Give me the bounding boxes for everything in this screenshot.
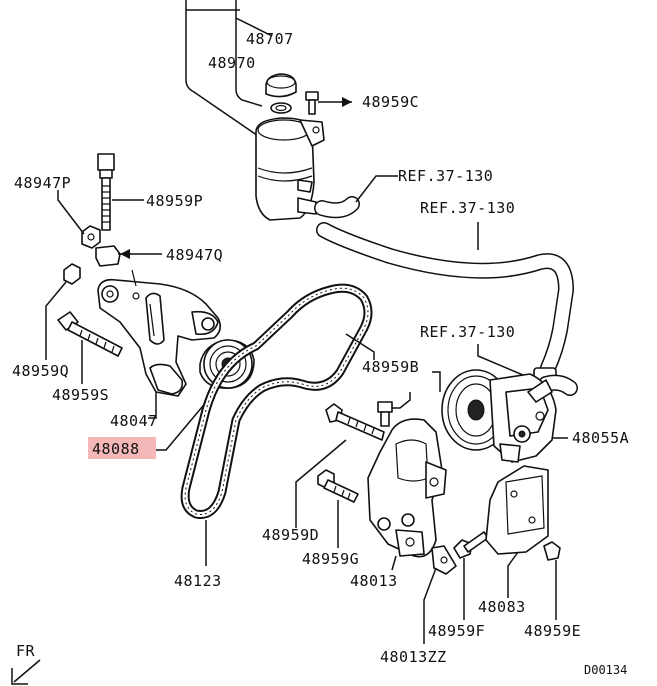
label-48959q[interactable]: 48959Q xyxy=(12,362,69,380)
bolt-48959c[interactable] xyxy=(305,91,352,115)
label-48970[interactable]: 48970 xyxy=(208,54,256,72)
stud-nut-48013zz[interactable] xyxy=(423,545,457,644)
label-ref-37-130-a[interactable]: REF.37-130 xyxy=(398,167,493,185)
label-48947p[interactable]: 48947P xyxy=(14,174,71,192)
bolt-48959q[interactable] xyxy=(45,263,81,360)
nut-48947p[interactable] xyxy=(57,190,101,249)
label-48083[interactable]: 48083 xyxy=(478,598,526,616)
label-48055a[interactable]: 48055A xyxy=(572,429,629,447)
label-48088[interactable]: 48088 xyxy=(92,440,140,458)
heat-shield-48083[interactable] xyxy=(485,465,549,598)
highlight-48088 xyxy=(88,437,156,459)
tensioner-bracket-48047[interactable] xyxy=(97,269,222,419)
label-48959s[interactable]: 48959S xyxy=(52,386,109,404)
label-48013[interactable]: 48013 xyxy=(350,572,398,590)
label-48959c[interactable]: 48959C xyxy=(362,93,419,111)
leader-48959b xyxy=(345,333,375,360)
label-48959e[interactable]: 48959E xyxy=(524,622,581,640)
ref1-leader xyxy=(355,175,398,203)
leader-48959b-2 xyxy=(432,371,441,392)
label-ref-37-130-c[interactable]: REF.37-130 xyxy=(420,323,515,341)
drive-belt-48123[interactable] xyxy=(180,283,373,566)
return-hose xyxy=(314,196,360,219)
spacer-48947q[interactable] xyxy=(95,245,162,267)
label-front: FR xyxy=(16,642,36,660)
label-48013zz[interactable]: 48013ZZ xyxy=(380,648,447,666)
reservoir-cap[interactable] xyxy=(265,73,297,98)
label-48123[interactable]: 48123 xyxy=(174,572,222,590)
label-48947q[interactable]: 48947Q xyxy=(166,246,223,264)
suction-hose xyxy=(316,222,574,383)
power-steering-pump-48055a[interactable] xyxy=(441,369,568,463)
bolt-48959s[interactable] xyxy=(57,311,123,384)
label-48959g[interactable]: 48959G xyxy=(302,550,359,568)
reservoir-o-ring[interactable] xyxy=(270,102,292,114)
label-ref-37-130-b[interactable]: REF.37-130 xyxy=(420,199,515,217)
pump-bracket-48013[interactable] xyxy=(367,418,447,571)
power-steering-reservoir[interactable] xyxy=(255,117,325,221)
bolt-48959d[interactable] xyxy=(295,403,385,528)
bolt-48959p[interactable] xyxy=(97,153,144,231)
bolt-48959b[interactable] xyxy=(377,392,411,427)
label-48047[interactable]: 48047 xyxy=(110,412,158,430)
bolt-48959e[interactable] xyxy=(543,541,561,620)
ref3-leader xyxy=(477,344,531,379)
label-48959b[interactable]: 48959B xyxy=(362,358,419,376)
bolt-48959g[interactable] xyxy=(317,469,359,548)
label-48959p[interactable]: 48959P xyxy=(146,192,203,210)
diagram-code: D00134 xyxy=(584,663,627,677)
label-48959f[interactable]: 48959F xyxy=(428,622,485,640)
top-leader-bracket xyxy=(185,0,273,141)
label-48959d[interactable]: 48959D xyxy=(262,526,319,544)
label-48707[interactable]: 48707 xyxy=(246,30,294,48)
front-direction-arrow xyxy=(11,659,41,685)
